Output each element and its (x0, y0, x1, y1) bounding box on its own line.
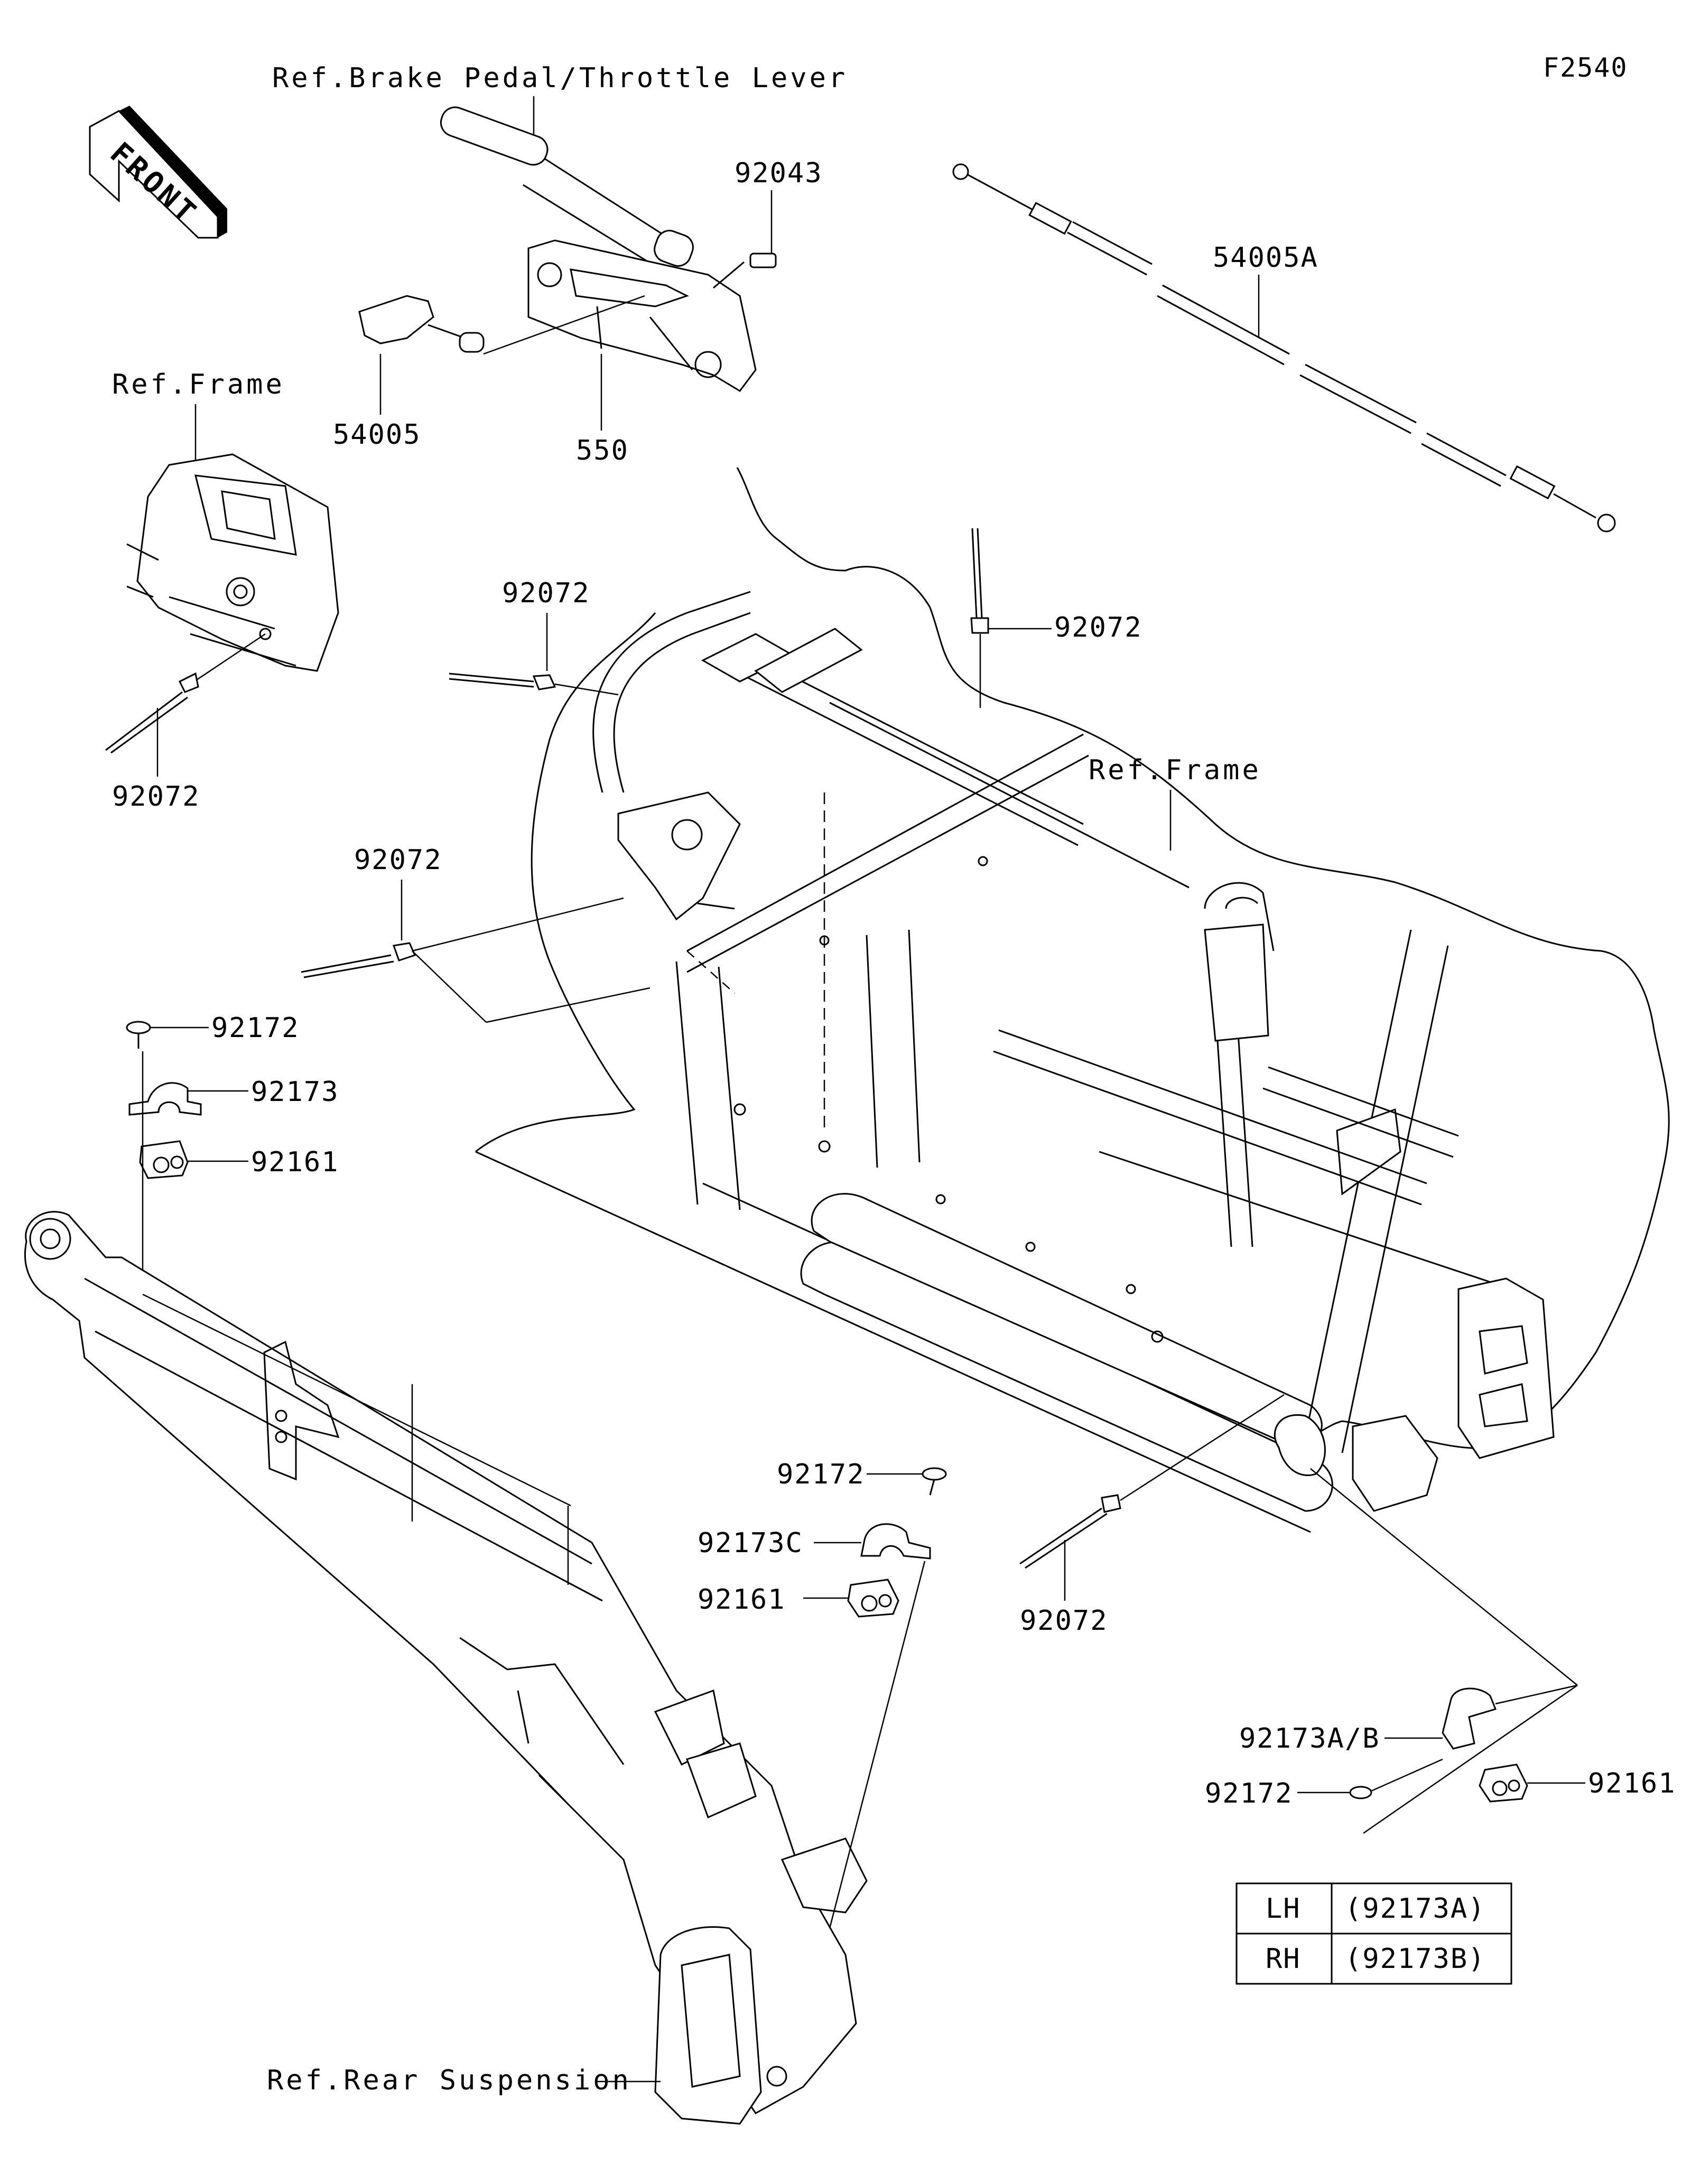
label-92072-right: 92072 (1054, 612, 1142, 643)
cable-tie-92072-right-icon (970, 528, 989, 634)
label-550: 550 (576, 435, 629, 466)
side-table-rh: RH (1266, 1943, 1301, 1975)
clamp-92173-icon (128, 1082, 248, 1116)
side-table-rh-part: (92173B) (1345, 1943, 1485, 1975)
ref-frame-left-label: Ref.Frame (112, 369, 285, 400)
label-92172-right: 92172 (1205, 1778, 1293, 1809)
clamp-92173AB-icon (1385, 1687, 1497, 1750)
rear-suspension-arm (24, 1211, 868, 2125)
label-92173: 92173 (251, 1076, 339, 1108)
side-table: LH (92173A) RH (92173B) (1235, 1882, 1512, 1985)
label-54005A: 54005A (1213, 242, 1318, 274)
cable-tie-92072-mid-icon (301, 897, 651, 1023)
label-92043: 92043 (735, 157, 823, 189)
cotter-pin-550-icon (596, 306, 602, 349)
ref-frame-main-label: Ref.Frame (1089, 754, 1261, 786)
cable-tie-92072-lower-icon (1019, 1394, 1285, 1569)
side-table-lh: LH (1266, 1893, 1301, 1925)
frame-bracket-left (126, 453, 339, 672)
screw-92172-right-icon (1297, 1758, 1443, 1799)
screw-92172-left-icon (126, 1021, 209, 1049)
screw-92172-mid-icon (867, 1467, 947, 1496)
leader-clamp-stack-right-frame (1310, 1468, 1578, 1686)
grommet-92161-right-icon (1479, 1763, 1585, 1803)
label-92173C: 92173C (698, 1527, 803, 1559)
leader-clamp-stack-right-low (1363, 1684, 1578, 1834)
side-table-lh-part: (92173A) (1345, 1893, 1485, 1925)
label-92172-left: 92172 (211, 1012, 300, 1044)
label-92173AB: 92173A/B (1239, 1723, 1380, 1754)
main-frame (475, 467, 1670, 1533)
label-92172-mid: 92172 (777, 1459, 865, 1490)
label-92072-mid: 92072 (354, 844, 442, 876)
ref-brake-pedal-label: Ref.Brake Pedal/Throttle Lever (272, 62, 848, 94)
grommet-92161-mid-icon (803, 1579, 899, 1618)
grommet-92161-left-icon (139, 1140, 248, 1179)
label-92072-upper: 92072 (502, 577, 590, 609)
ref-rear-suspension-label: Ref.Rear Suspension (267, 2065, 631, 2096)
label-92161-mid: 92161 (698, 1584, 786, 1616)
label-92072-left: 92072 (112, 781, 200, 813)
label-54005: 54005 (333, 419, 421, 451)
leader-clamp-stack-right (1495, 1684, 1578, 1705)
figure-id: F2540 (1543, 52, 1628, 83)
brake-cable-54005A (952, 163, 1616, 533)
label-92072-lower: 92072 (1020, 1605, 1108, 1637)
cable-tie-92072-upper-icon (449, 673, 619, 696)
label-92161-left: 92161 (251, 1146, 339, 1178)
cable-tie-92072-left-icon (105, 628, 272, 754)
clamp-92173C-icon (814, 1523, 931, 1560)
leader-clamp-stack-mid (829, 1561, 926, 1929)
parking-brake-lever (440, 106, 757, 392)
switch-54005-icon (358, 295, 645, 355)
label-92161-right: 92161 (1588, 1768, 1676, 1799)
bolt-92043-icon (713, 253, 777, 289)
front-arrow-icon: FRONT (89, 106, 227, 239)
